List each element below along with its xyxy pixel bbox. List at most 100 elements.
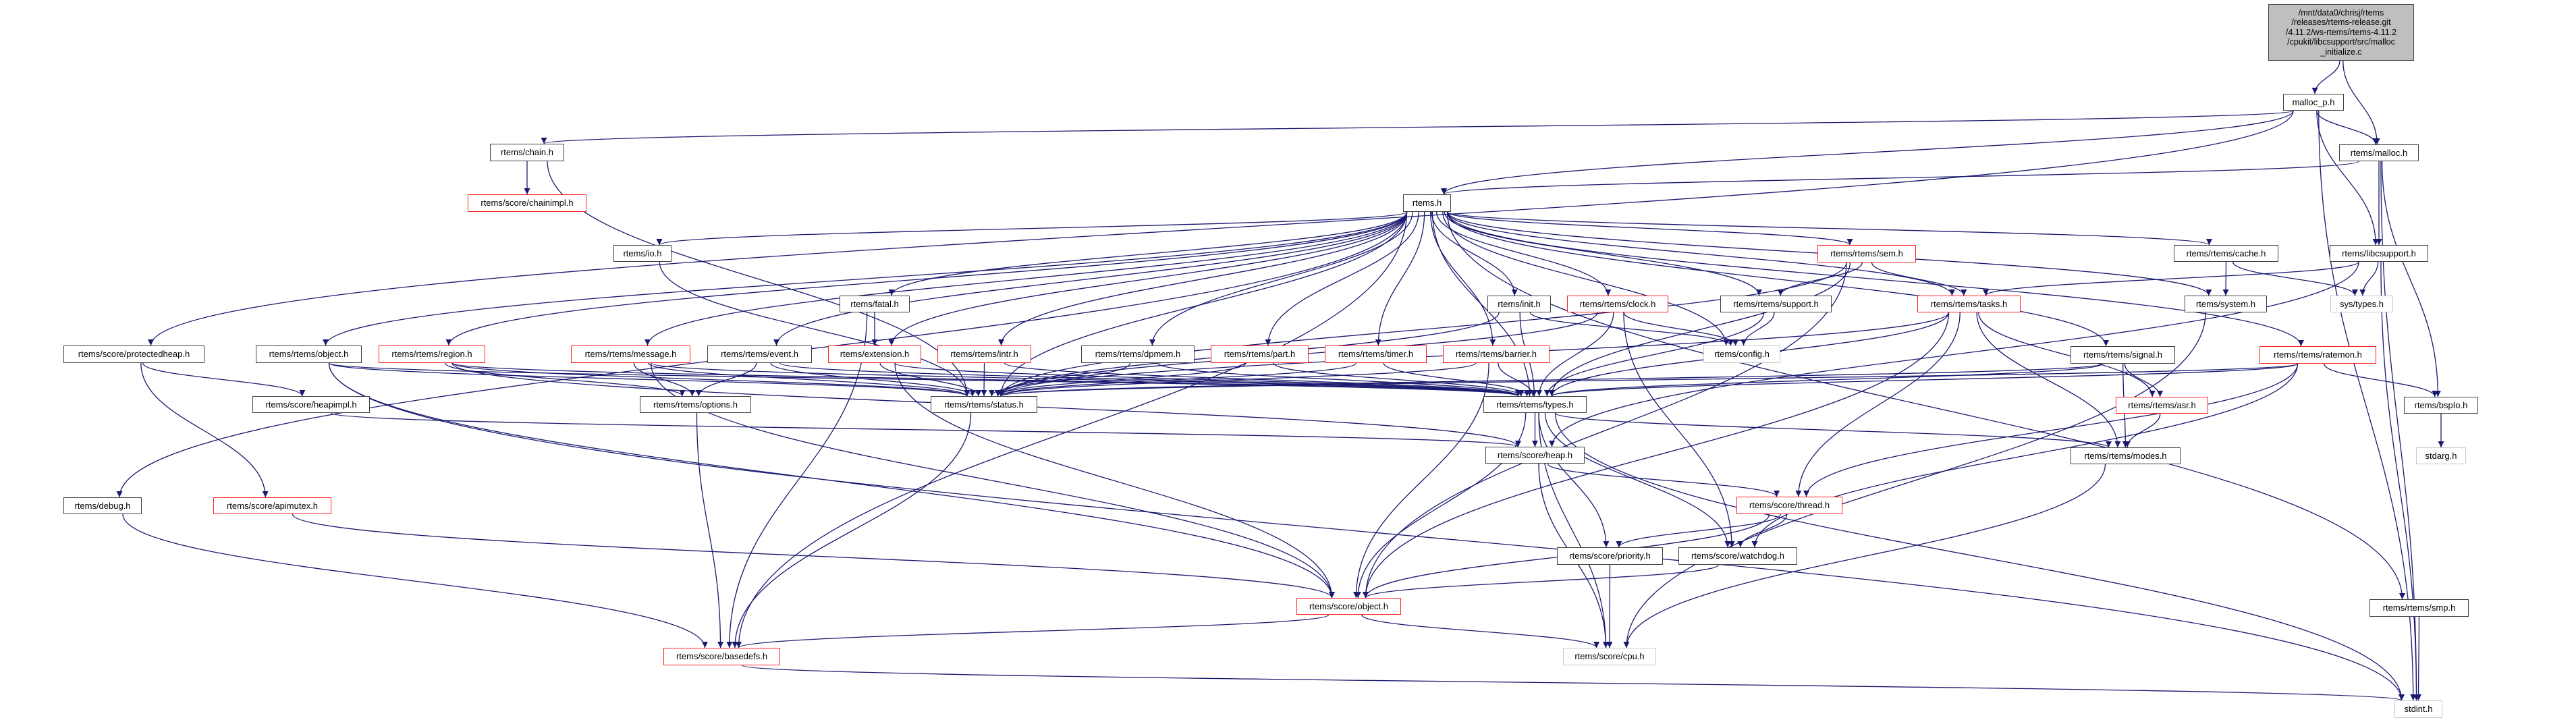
graph-node-clock[interactable]: rtems/rtems/clock.h: [1567, 296, 1668, 312]
graph-node-malloc[interactable]: rtems/malloc.h: [2339, 144, 2419, 161]
graph-node-tasks[interactable]: rtems/rtems/tasks.h: [1917, 296, 2021, 312]
graph-node-message[interactable]: rtems/rtems/message.h: [571, 345, 690, 363]
include-edge-types-to-stdint: [1554, 412, 2405, 701]
include-edge-types-to-modes: [1554, 412, 2112, 448]
include-edge-ratemon-to-status: [998, 363, 2299, 397]
include-edge-protectedheap-to-heapimpl: [142, 362, 306, 397]
include-edge-barrier-to-types: [1498, 362, 1537, 397]
include-edge-barrier-to-status: [997, 362, 1477, 397]
include-edge-clock-to-watchdog: [1623, 312, 1735, 548]
include-edge-rtemsh-to-timer: [1375, 211, 1425, 346]
graph-node-system[interactable]: rtems/system.h: [2185, 296, 2267, 312]
graph-node-smp[interactable]: rtems/rtems/smp.h: [2369, 599, 2469, 617]
graph-node-region[interactable]: rtems/rtems/region.h: [379, 345, 485, 363]
include-edge-ratemon-to-thread: [1803, 363, 2299, 497]
graph-node-object[interactable]: rtems/rtems/object.h: [256, 345, 362, 363]
graph-node-basedefs[interactable]: rtems/score/basedefs.h: [663, 648, 780, 665]
graph-node-protectedheap[interactable]: rtems/score/protectedheap.h: [63, 345, 204, 363]
include-edge-heapimpl-to-heap: [331, 412, 1521, 447]
graph-node-extension[interactable]: rtems/extension.h: [828, 345, 921, 363]
graph-node-watchdog[interactable]: rtems/score/watchdog.h: [1678, 547, 1797, 565]
include-edge-modes-to-cpu: [1623, 464, 2106, 648]
include-edge-ratemon-to-bspio: [2323, 363, 2438, 397]
graph-node-apimutex[interactable]: rtems/score/apimutex.h: [213, 497, 331, 514]
include-edge-malloc-to-stdint: [2380, 161, 2420, 701]
include-edge-heap-to-thread: [1547, 463, 1780, 497]
include-edge-malloc_p-to-protectedheap: [148, 110, 2294, 346]
graph-node-modes[interactable]: rtems/rtems/modes.h: [2071, 447, 2181, 464]
graph-node-cache[interactable]: rtems/rtems/cache.h: [2174, 245, 2278, 262]
graph-node-cpu[interactable]: rtems/score/cpu.h: [1563, 648, 1656, 665]
include-edge-region-to-options: [444, 362, 686, 397]
include-edge-object-to-status: [328, 362, 970, 397]
include-edge-rtemsh-to-dpmem: [1149, 211, 1413, 346]
graph-node-libcsupport[interactable]: rtems/libcsupport.h: [2330, 245, 2428, 262]
include-edge-sobject-to-cpu: [1361, 614, 1600, 648]
include-edge-rtemsh-to-object: [323, 211, 1408, 346]
include-edge-malloc-to-rtemsh: [1441, 161, 2359, 195]
graph-node-status[interactable]: rtems/rtems/status.h: [931, 396, 1037, 413]
graph-node-stdarg[interactable]: stdarg.h: [2416, 447, 2466, 464]
graph-node-timer[interactable]: rtems/rtems/timer.h: [1325, 345, 1427, 363]
include-edge-extension-to-sobject: [894, 362, 1335, 599]
graph-node-part[interactable]: rtems/rtems/part.h: [1211, 345, 1309, 363]
include-edge-fatal-to-basedefs: [726, 312, 868, 648]
graph-node-event[interactable]: rtems/rtems/event.h: [707, 345, 812, 363]
include-edge-thread-to-watchdog: [1737, 514, 1788, 548]
graph-node-heapimpl[interactable]: rtems/score/heapimpl.h: [252, 396, 370, 413]
include-edge-sobject-to-basedefs: [736, 614, 1330, 648]
graph-node-fatal[interactable]: rtems/fatal.h: [840, 296, 910, 312]
graph-node-asr[interactable]: rtems/rtems/asr.h: [2116, 397, 2208, 414]
graph-node-ratemon[interactable]: rtems/rtems/ratemon.h: [2259, 346, 2376, 364]
graph-node-chainimpl[interactable]: rtems/score/chainimpl.h: [468, 194, 586, 212]
include-edge-protectedheap-to-apimutex: [140, 362, 269, 498]
graph-node-heap[interactable]: rtems/score/heap.h: [1485, 447, 1585, 464]
graph-node-intr[interactable]: rtems/rtems/intr.h: [937, 345, 1031, 363]
include-edge-rtemsh-to-status: [997, 211, 1408, 397]
include-edge-rtemsh-to-event: [773, 211, 1408, 346]
include-edge-malloc-to-bspio: [2381, 161, 2441, 397]
include-edge-rtemsh-to-types: [1431, 211, 1533, 397]
graph-node-malloc_p[interactable]: malloc_p.h: [2283, 94, 2344, 111]
include-edge-tasks-to-modes: [1976, 312, 2121, 448]
graph-node-init[interactable]: rtems/init.h: [1487, 296, 1551, 312]
include-edge-extension-to-status: [879, 362, 982, 397]
graph-node-rtemsh[interactable]: rtems.h: [1403, 194, 1451, 212]
include-edge-rtemsh-to-message: [645, 211, 1408, 346]
graph-node-bspio[interactable]: rtems/bspIo.h: [2404, 397, 2478, 414]
include-edge-clock-to-types: [1536, 312, 1614, 397]
graph-node-debug[interactable]: rtems/debug.h: [63, 497, 142, 514]
graph-node-chain[interactable]: rtems/chain.h: [490, 144, 564, 161]
include-edge-timer-to-types: [1383, 362, 1531, 397]
graph-node-priority[interactable]: rtems/score/priority.h: [1557, 547, 1663, 565]
include-edge-rtemsh-to-init: [1431, 211, 1518, 296]
graph-node-main[interactable]: /mnt/data0/chrisj/rtems /releases/rtems-…: [2268, 4, 2414, 61]
graph-node-dpmem[interactable]: rtems/rtems/dpmem.h: [1081, 345, 1195, 363]
graph-node-sem[interactable]: rtems/rtems/sem.h: [1817, 245, 1916, 262]
include-edge-sem-to-support: [1777, 262, 1863, 296]
graph-node-options[interactable]: rtems/rtems/options.h: [640, 396, 751, 413]
graph-node-thread[interactable]: rtems/score/thread.h: [1736, 497, 1842, 514]
graph-node-types[interactable]: rtems/rtems/types.h: [1483, 396, 1587, 413]
graph-node-support[interactable]: rtems/rtems/support.h: [1720, 296, 1832, 312]
include-edge-region-to-status: [451, 362, 970, 397]
include-edge-asr-to-modes: [2124, 413, 2161, 448]
graph-node-barrier[interactable]: rtems/rtems/barrier.h: [1443, 345, 1550, 363]
include-edge-status-to-basedefs: [732, 412, 972, 648]
graph-node-signal[interactable]: rtems/rtems/signal.h: [2071, 346, 2175, 364]
include-edge-tasks-to-sobject: [1363, 312, 1950, 599]
include-edge-rtemsh-to-cache: [1446, 211, 2212, 246]
graph-node-io[interactable]: rtems/io.h: [613, 245, 672, 262]
graph-node-systypes[interactable]: sys/types.h: [2330, 296, 2393, 312]
include-edge-libcsupport-to-stdint: [2380, 261, 2420, 701]
include-edge-message-to-options: [633, 362, 696, 397]
graph-node-sobject[interactable]: rtems/score/object.h: [1296, 598, 1401, 615]
include-edge-rtemsh-to-signal: [1446, 211, 2109, 347]
include-edge-ratemon-to-watchdog: [1751, 363, 2299, 548]
include-edge-system-to-cpu: [1623, 312, 2206, 648]
graph-node-stdint[interactable]: stdint.h: [2394, 700, 2442, 718]
include-edge-rtemsh-to-intr: [998, 211, 1408, 346]
include-edge-basedefs-to-stdint: [741, 665, 2405, 701]
graph-node-config[interactable]: rtems/config.h: [1703, 345, 1780, 363]
include-edge-event-to-types: [779, 362, 1521, 397]
